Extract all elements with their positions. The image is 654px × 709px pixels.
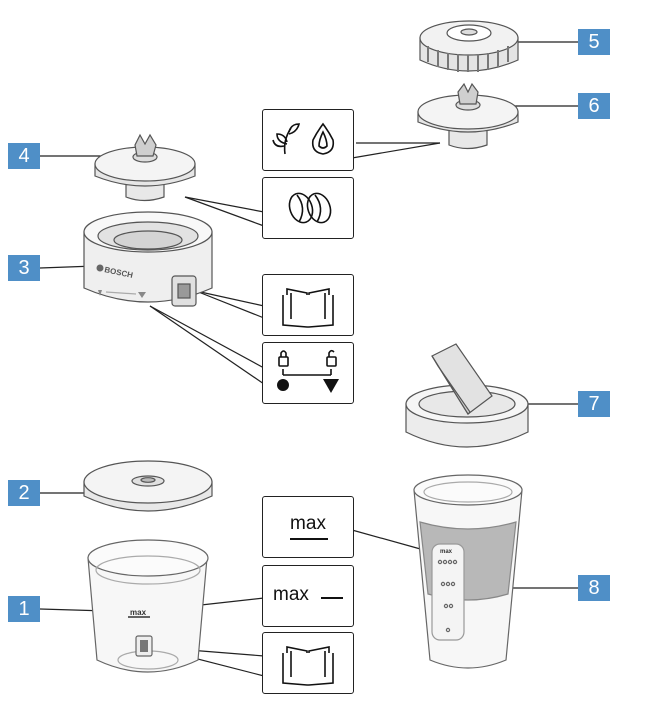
part-4-blade-disc <box>94 133 196 202</box>
part-7-cup-lid <box>405 343 529 448</box>
badge-8: 8 <box>578 575 610 601</box>
manual-symbol-box-bottom <box>262 632 354 694</box>
open-book-icon <box>282 288 334 328</box>
badge-6: 6 <box>578 93 610 119</box>
part-6-blade-disc <box>417 82 519 150</box>
part-5-cutter-cap <box>419 20 519 72</box>
part-2-lid <box>83 460 213 512</box>
max-underline <box>290 538 328 540</box>
part-1-bowl <box>87 539 209 673</box>
badge-1: 1 <box>8 596 40 622</box>
lock-unlock-symbol-box <box>262 342 354 404</box>
max-dash-symbol-box: max <box>262 565 354 627</box>
badge-7: 7 <box>578 391 610 417</box>
max-label-dash: max <box>273 584 309 605</box>
badge-3: 3 <box>8 255 40 281</box>
lock-unlock-icon <box>277 349 339 393</box>
herb-onion-icon <box>272 122 335 155</box>
coffee-bean-icon <box>288 192 332 224</box>
part-3-locking-ring <box>83 211 213 307</box>
coffee-beans-symbol-box <box>262 177 354 239</box>
bowl-max-mark: max <box>130 608 147 617</box>
herbs-onion-symbol-box <box>262 109 354 171</box>
max-dash <box>321 597 343 599</box>
badge-5: 5 <box>578 29 610 55</box>
badge-2: 2 <box>8 480 40 506</box>
badge-4: 4 <box>8 143 40 169</box>
manual-symbol-box-top <box>262 274 354 336</box>
open-book-icon <box>282 646 334 686</box>
max-label-underlined: max <box>290 513 326 534</box>
max-underlined-symbol-box: max <box>262 496 354 558</box>
cup-max-mark: max <box>440 549 453 555</box>
part-8-to-go-cup <box>413 474 523 669</box>
